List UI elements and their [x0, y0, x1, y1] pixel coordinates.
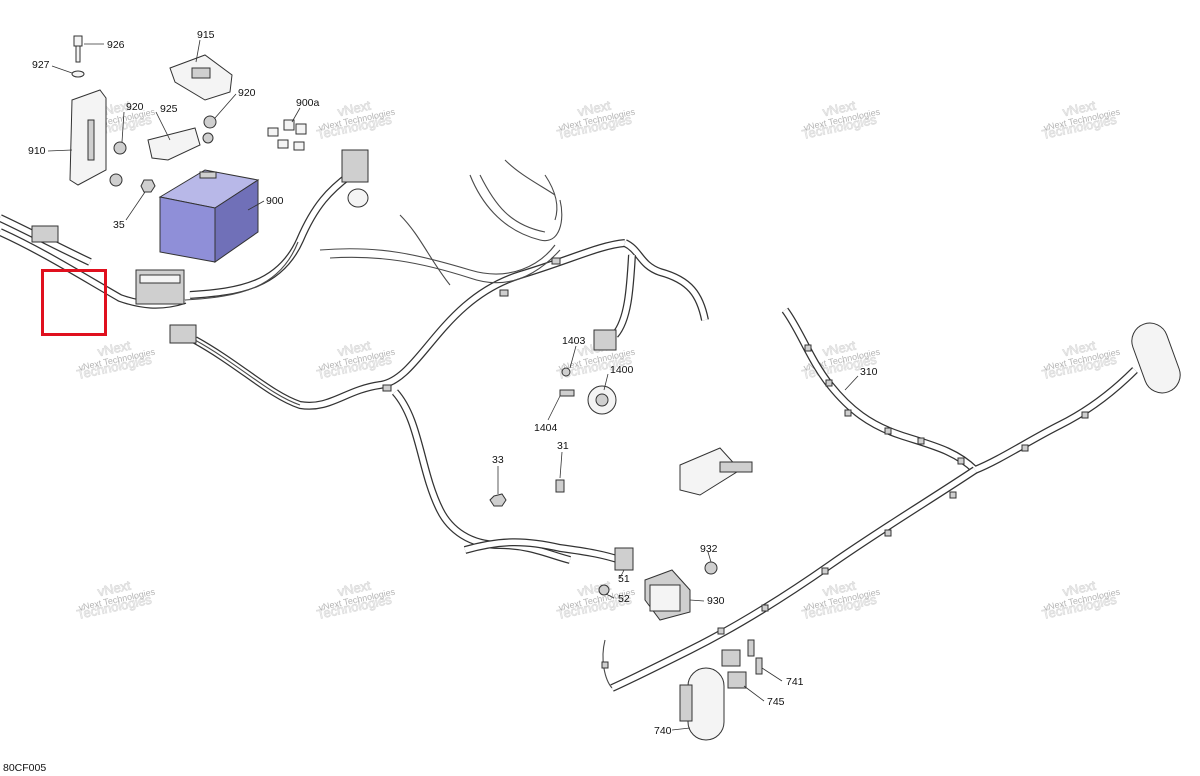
label-1400: 1400 — [610, 364, 634, 376]
part-labels: 926 927 915 920 920 925 900a 910 35 900 … — [28, 29, 878, 737]
bolt-31 — [555, 479, 565, 493]
label-932: 932 — [700, 543, 718, 555]
bolt-741-a — [747, 639, 755, 657]
grommet-920-right2 — [202, 132, 214, 144]
battery-terminal — [199, 171, 217, 179]
connector-51 — [614, 547, 634, 571]
watermark-outline-line1: vNext — [336, 98, 372, 120]
watermark-outline-line1: vNext — [821, 98, 857, 120]
rear-harness-310 — [602, 307, 1138, 692]
label-900a: 900a — [296, 97, 320, 109]
watermark-outline-line1: vNext — [336, 578, 372, 600]
harness-clips — [382, 257, 1089, 669]
watermark-outline-line1: vNext — [576, 98, 612, 120]
label-930: 930 — [707, 595, 725, 607]
label-52: 52 — [618, 593, 630, 605]
terminals-900a — [267, 119, 307, 151]
highlight-box — [41, 269, 107, 336]
label-745: 745 — [767, 696, 785, 708]
grommet-connector — [347, 188, 369, 208]
main-harness — [0, 171, 709, 564]
bolt-1404 — [559, 389, 575, 397]
relay-module — [679, 447, 753, 496]
watermark-outline-line1: vNext — [1061, 98, 1097, 120]
connector-upper — [341, 149, 369, 183]
label-925: 925 — [160, 103, 178, 115]
watermark-outline-line1: vNext — [821, 578, 857, 600]
label-33: 33 — [492, 454, 504, 466]
nut-33 — [489, 493, 507, 507]
battery-900 — [158, 169, 260, 263]
label-900: 900 — [266, 195, 284, 207]
label-915: 915 — [197, 29, 215, 41]
watermark-outline-line1: vNext — [821, 338, 857, 360]
clip-52 — [598, 584, 610, 596]
bracket-745-a — [721, 649, 741, 667]
bracket-910-slot — [87, 119, 95, 161]
diagram-reference-code: 80CF005 — [3, 762, 47, 774]
washer-1403 — [561, 367, 571, 377]
bracket-745-b — [727, 671, 747, 689]
connector-mid — [169, 324, 197, 344]
label-1404: 1404 — [534, 422, 558, 434]
watermark-outline-line1: vNext — [336, 338, 372, 360]
label-310: 310 — [860, 366, 878, 378]
grommet-920-left — [113, 141, 127, 155]
connector-left — [31, 225, 59, 243]
hold-down-915-clip — [191, 67, 211, 79]
light-740 — [679, 667, 725, 741]
label-920-left: 920 — [126, 101, 144, 113]
label-910: 910 — [28, 145, 46, 157]
watermark-outline-line1: vNext — [96, 578, 132, 600]
connector-1403 — [593, 329, 617, 351]
frame-harness-background — [319, 159, 563, 286]
grommet-920-lower — [109, 173, 123, 187]
label-740: 740 — [654, 725, 672, 737]
light-rear — [1131, 322, 1181, 394]
leader-lines — [47, 39, 859, 731]
washer-927 — [71, 70, 85, 78]
grommet-932 — [704, 561, 718, 575]
watermark-outline-line1: vNext — [1061, 578, 1097, 600]
watermark-outline-line1: vNext — [96, 338, 132, 360]
label-1403: 1403 — [562, 335, 586, 347]
label-35: 35 — [113, 219, 125, 231]
bolt-741-b — [755, 657, 763, 675]
nut-35 — [140, 179, 156, 193]
label-927: 927 — [32, 59, 50, 71]
label-31: 31 — [557, 440, 569, 452]
label-920-right: 920 — [238, 87, 256, 99]
label-51: 51 — [618, 573, 630, 585]
watermark-outline-line1: vNext — [1061, 338, 1097, 360]
fuse-box — [135, 269, 185, 305]
label-741: 741 — [786, 676, 804, 688]
grommet-920-right — [203, 115, 217, 129]
bolt-926 — [73, 35, 83, 63]
module-930 — [644, 569, 691, 621]
label-926: 926 — [107, 39, 125, 51]
plate-925 — [147, 127, 201, 161]
sensor-1400 — [587, 385, 617, 415]
